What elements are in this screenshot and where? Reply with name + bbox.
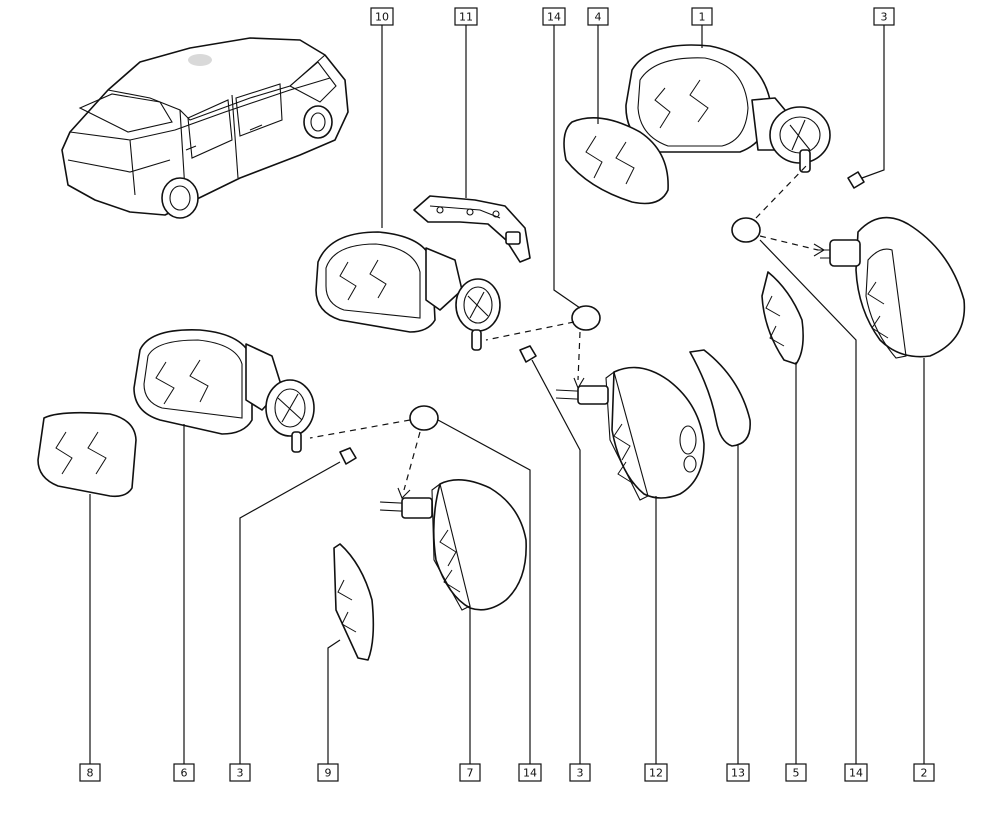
svg-text:9: 9 bbox=[325, 767, 332, 780]
svg-text:12: 12 bbox=[649, 767, 663, 780]
callout-7: 7 bbox=[459, 763, 481, 782]
mirror-housing-12 bbox=[555, 366, 705, 501]
svg-text:10: 10 bbox=[375, 11, 389, 24]
mirror-assembly-6 bbox=[133, 329, 315, 453]
svg-text:8: 8 bbox=[87, 767, 94, 780]
screw-3-left bbox=[339, 447, 357, 465]
mirror-glass-4 bbox=[563, 116, 669, 205]
callout-4: 4 bbox=[587, 7, 609, 26]
callout-1: 1 bbox=[691, 7, 713, 26]
svg-text:6: 6 bbox=[181, 767, 188, 780]
svg-text:14: 14 bbox=[547, 11, 561, 24]
mirror-housing-2 bbox=[818, 216, 966, 359]
svg-text:14: 14 bbox=[523, 767, 537, 780]
mirror-housing-7 bbox=[379, 479, 527, 611]
svg-text:7: 7 bbox=[467, 767, 474, 780]
svg-text:3: 3 bbox=[577, 767, 584, 780]
mirror-glass-5 bbox=[761, 271, 804, 365]
svg-text:3: 3 bbox=[237, 767, 244, 780]
svg-text:1: 1 bbox=[699, 11, 706, 24]
callout-2: 2 bbox=[913, 763, 935, 782]
svg-text:2: 2 bbox=[921, 767, 928, 780]
cover-disc-14-lower bbox=[309, 405, 439, 499]
svg-text:11: 11 bbox=[459, 11, 473, 24]
callout-10: 10 bbox=[370, 7, 394, 26]
callout-14-lower: 14 bbox=[518, 763, 542, 782]
screw-3-middle bbox=[519, 345, 537, 363]
callout-11: 11 bbox=[454, 7, 478, 26]
callout-14-top: 14 bbox=[542, 7, 566, 26]
callout-3-left: 3 bbox=[229, 763, 251, 782]
callout-13: 13 bbox=[726, 763, 750, 782]
mirror-assembly-10 bbox=[315, 231, 501, 351]
mirror-glass-9 bbox=[333, 543, 375, 661]
svg-text:13: 13 bbox=[731, 767, 745, 780]
callout-14-right: 14 bbox=[844, 763, 868, 782]
callout-3-middle: 3 bbox=[569, 763, 591, 782]
callout-8: 8 bbox=[79, 763, 101, 782]
cover-disc-14-middle bbox=[485, 305, 601, 390]
callout-3-top: 3 bbox=[873, 7, 895, 26]
mirror-glass-8 bbox=[37, 411, 137, 498]
callout-12: 12 bbox=[644, 763, 668, 782]
svg-text:4: 4 bbox=[595, 11, 602, 24]
svg-text:3: 3 bbox=[881, 11, 888, 24]
svg-text:5: 5 bbox=[793, 767, 800, 780]
callout-5: 5 bbox=[785, 763, 807, 782]
trim-cover-13 bbox=[689, 349, 751, 447]
trim-cover-11 bbox=[413, 195, 531, 263]
leader-lines bbox=[89, 24, 925, 764]
callout-6: 6 bbox=[173, 763, 195, 782]
svg-text:14: 14 bbox=[849, 767, 863, 780]
callout-9: 9 bbox=[317, 763, 339, 782]
screw-3-top bbox=[847, 171, 865, 189]
car-illustration bbox=[61, 37, 349, 219]
cover-disc-14-upper bbox=[731, 163, 826, 257]
